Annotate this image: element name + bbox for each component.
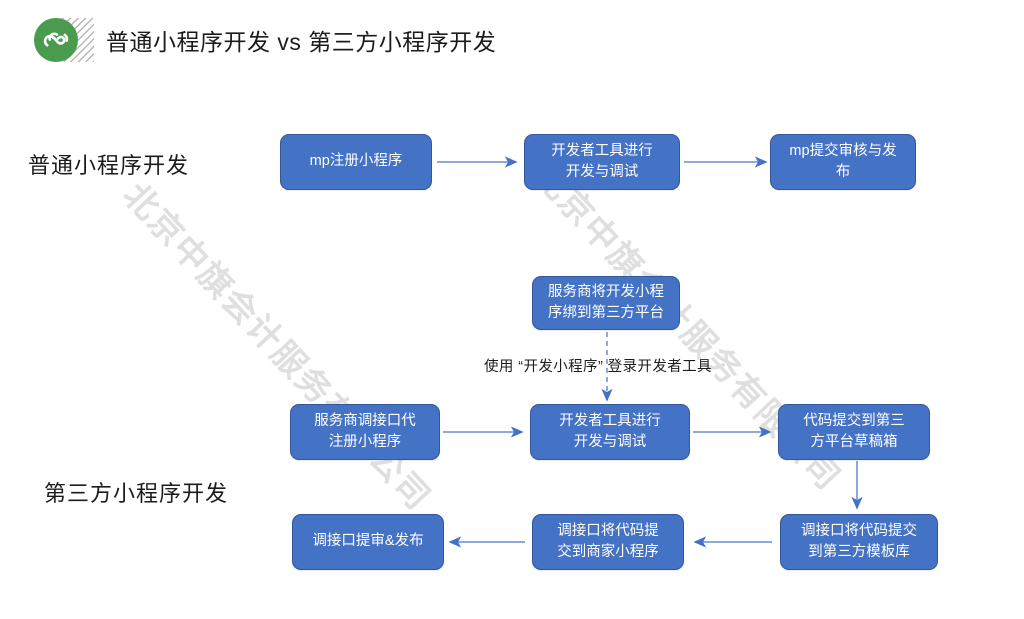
- logo-circle: [34, 18, 78, 62]
- node-devtool-debug-1[interactable]: 开发者工具进行 开发与调试: [524, 134, 680, 190]
- lane-label-thirdparty: 第三方小程序开发: [44, 481, 229, 506]
- node-devtool-debug-2[interactable]: 开发者工具进行 开发与调试: [530, 404, 690, 460]
- node-mp-register[interactable]: mp注册小程序: [280, 134, 432, 190]
- node-bind-thirdparty[interactable]: 服务商将开发小程 序绑到第三方平台: [532, 276, 680, 330]
- node-submit-review-publish[interactable]: 调接口提审&发布: [292, 514, 444, 570]
- miniprogram-glyph-icon: [43, 32, 69, 47]
- edge-label-login-devtool: 使用 “开发小程序” 登录开发者工具: [484, 359, 712, 375]
- node-code-to-template[interactable]: 调接口将代码提交 到第三方模板库: [780, 514, 938, 570]
- node-mp-submit-publish[interactable]: mp提交审核与发 布: [770, 134, 916, 190]
- wechat-miniprogram-logo-icon: [30, 14, 94, 66]
- node-code-to-draft[interactable]: 代码提交到第三 方平台草稿箱: [778, 404, 930, 460]
- page-title: 普通小程序开发 vs 第三方小程序开发: [106, 29, 497, 55]
- header: 普通小程序开发 vs 第三方小程序开发: [30, 14, 496, 66]
- node-isv-register[interactable]: 服务商调接口代 注册小程序: [290, 404, 440, 460]
- lane-label-standard: 普通小程序开发: [28, 153, 190, 178]
- node-code-to-merchant[interactable]: 调接口将代码提 交到商家小程序: [532, 514, 684, 570]
- watermark: 北京中旗会计服务有限公司: [115, 176, 439, 518]
